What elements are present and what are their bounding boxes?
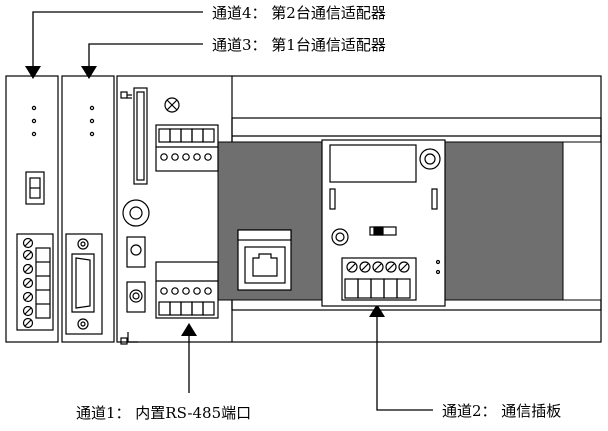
adapter-module-2 <box>5 75 59 343</box>
label-ch4: 通道4： 第2台通信适配器 <box>212 4 386 22</box>
callout-ch3 <box>88 43 203 67</box>
adapter-module-1 <box>61 75 115 343</box>
screw-terminal-icon <box>346 261 410 273</box>
label-ch1: 通道1： 内置RS-485端口 <box>76 404 251 422</box>
rj45-port-icon <box>237 229 292 291</box>
callout-ch2 <box>376 315 433 411</box>
terminal-block-icon <box>16 233 54 331</box>
cpu-left-column <box>120 87 219 345</box>
arrow-ch1-icon <box>181 323 197 336</box>
arrow-ch4-icon <box>25 66 41 79</box>
label-ch3: 通道3： 第1台通信适配器 <box>212 36 386 54</box>
label-ch2: 通道2： 通信插板 <box>442 402 561 420</box>
comm-board <box>321 139 446 307</box>
arrow-ch3-icon <box>81 66 97 79</box>
db9-connector-icon <box>65 233 103 335</box>
callout-ch4 <box>32 11 203 67</box>
